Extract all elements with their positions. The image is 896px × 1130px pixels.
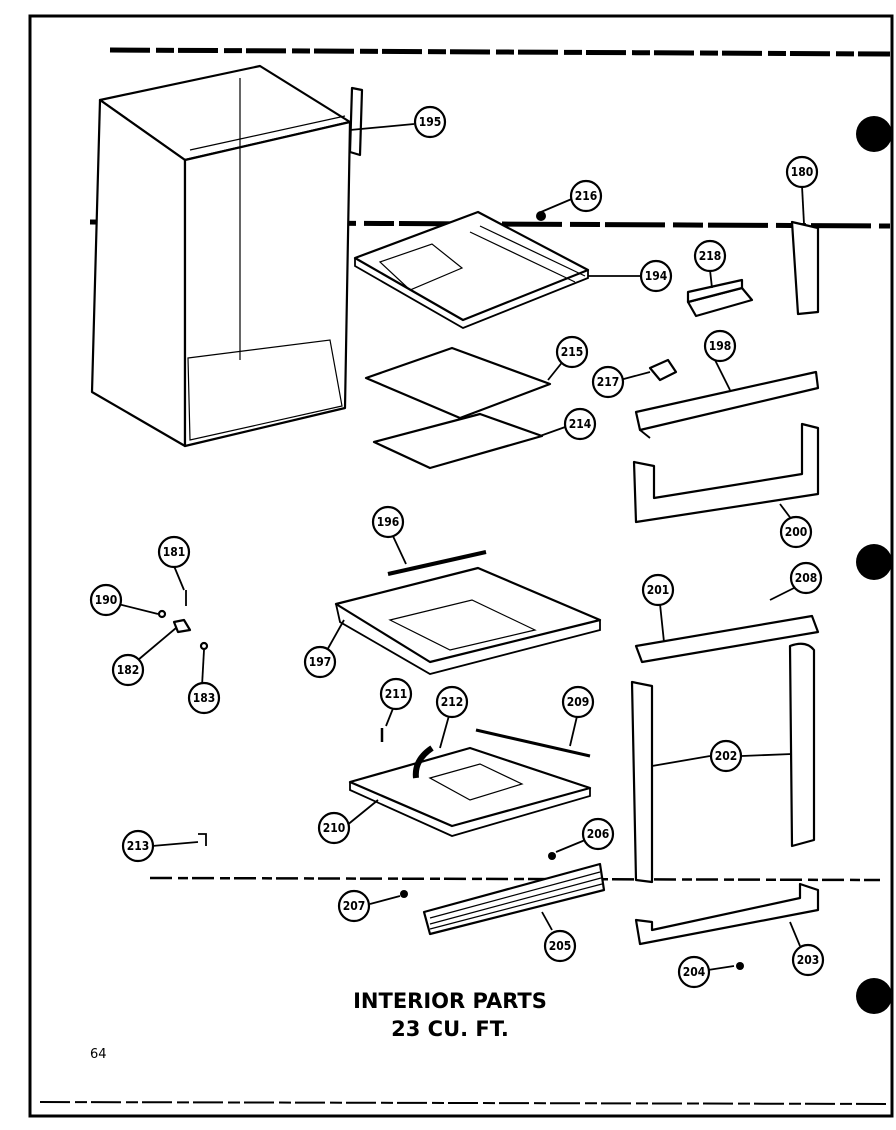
- svg-text:210: 210: [323, 821, 346, 835]
- part-205-grille: [422, 862, 606, 936]
- part-216-knob: [536, 211, 546, 221]
- small-parts-181-183: [157, 590, 209, 651]
- part-180-bracket: [348, 86, 364, 157]
- diagram-subtitle: 23 CU. FT.: [391, 1017, 509, 1041]
- part-180-bin-end: [790, 220, 820, 316]
- callout-198: 198: [703, 329, 737, 363]
- svg-text:195: 195: [419, 115, 442, 129]
- svg-text:196: 196: [377, 515, 400, 529]
- callout-201: 201: [641, 573, 675, 607]
- part-217-clip: [648, 358, 678, 382]
- callout-218: 218: [693, 239, 727, 273]
- scan-streak-low: [149, 876, 881, 882]
- svg-text:194: 194: [645, 269, 668, 283]
- svg-text:200: 200: [785, 525, 808, 539]
- part-212-tube: [412, 745, 434, 779]
- callout-207: 207: [337, 889, 371, 923]
- part-194-shelf: [353, 210, 590, 329]
- part-214-glass: [372, 412, 544, 470]
- svg-text:202: 202: [715, 749, 738, 763]
- svg-text:201: 201: [647, 583, 670, 597]
- callout-202: 202: [709, 739, 743, 773]
- part-210-cover: [348, 746, 592, 837]
- callout-196: 196: [371, 505, 405, 539]
- svg-text:208: 208: [795, 571, 818, 585]
- part-200-bin: [632, 422, 820, 524]
- svg-text:216: 216: [575, 189, 598, 203]
- diagram-title: INTERIOR PARTS: [353, 989, 547, 1013]
- page-number: 64: [90, 1047, 107, 1062]
- part-196-rod: [387, 550, 487, 576]
- part-218-block: [686, 278, 754, 318]
- svg-text:217: 217: [597, 375, 620, 389]
- svg-text:211: 211: [385, 687, 408, 701]
- callout-211: 211: [379, 677, 413, 711]
- callout-194: 194: [639, 259, 673, 293]
- callout-180-top: 180: [785, 155, 819, 189]
- svg-text:218: 218: [699, 249, 722, 263]
- svg-text:181: 181: [163, 545, 186, 559]
- svg-text:206: 206: [587, 827, 610, 841]
- leader-lines: [117, 123, 805, 971]
- svg-text:205: 205: [549, 939, 572, 953]
- callout-213: 213: [121, 829, 155, 863]
- svg-text:183: 183: [193, 691, 216, 705]
- part-213-clip: [198, 833, 207, 846]
- svg-text:182: 182: [117, 663, 140, 677]
- callout-214: 214: [563, 407, 597, 441]
- svg-text:215: 215: [561, 345, 584, 359]
- page-border: [28, 14, 894, 1118]
- svg-text:207: 207: [343, 899, 366, 913]
- scan-streak-top: [109, 47, 891, 57]
- scan-streak-bottom: [39, 1101, 891, 1105]
- cabinet-liner: [90, 64, 352, 448]
- callout-210: 210: [317, 811, 351, 845]
- callout-215: 215: [555, 335, 589, 369]
- part-215-panel: [364, 346, 552, 420]
- binder-hole-top: [856, 116, 892, 152]
- callout-209: 209: [561, 685, 595, 719]
- callout-183: 183: [187, 681, 221, 715]
- svg-text:197: 197: [309, 655, 332, 669]
- callout-200: 200: [779, 515, 813, 549]
- svg-text:198: 198: [709, 339, 732, 353]
- callout-204: 204: [677, 955, 711, 989]
- callout-197: 197: [303, 645, 337, 679]
- callout-190: 190: [89, 583, 123, 617]
- svg-text:209: 209: [567, 695, 590, 709]
- callout-208: 208: [789, 561, 823, 595]
- callout-217: 217: [591, 365, 625, 399]
- binder-hole-mid: [856, 544, 892, 580]
- callout-195: 195: [413, 105, 447, 139]
- binder-hole-bottom: [856, 978, 892, 1014]
- part-201-rail: [634, 614, 820, 664]
- part-204-screw: [736, 962, 744, 970]
- callout-182: 182: [111, 653, 145, 687]
- part-203-bin: [634, 882, 820, 946]
- callout-216: 216: [569, 179, 603, 213]
- callout-212: 212: [435, 685, 469, 719]
- svg-text:190: 190: [95, 593, 118, 607]
- part-198-rail: [634, 370, 820, 439]
- part-209-rod: [475, 728, 591, 758]
- callout-205: 205: [543, 929, 577, 963]
- callout-181: 181: [157, 535, 191, 569]
- part-206-screw: [548, 852, 556, 860]
- svg-text:214: 214: [569, 417, 592, 431]
- svg-text:212: 212: [441, 695, 464, 709]
- part-197-frame: [334, 566, 602, 675]
- svg-text:180: 180: [791, 165, 814, 179]
- part-202-right-panel: [788, 642, 816, 848]
- svg-text:203: 203: [797, 953, 820, 967]
- part-207-screw: [400, 890, 408, 898]
- callout-203: 203: [791, 943, 825, 977]
- svg-text:213: 213: [127, 839, 150, 853]
- part-202-left-panel: [630, 680, 654, 884]
- callout-206: 206: [581, 817, 615, 851]
- svg-text:204: 204: [683, 965, 706, 979]
